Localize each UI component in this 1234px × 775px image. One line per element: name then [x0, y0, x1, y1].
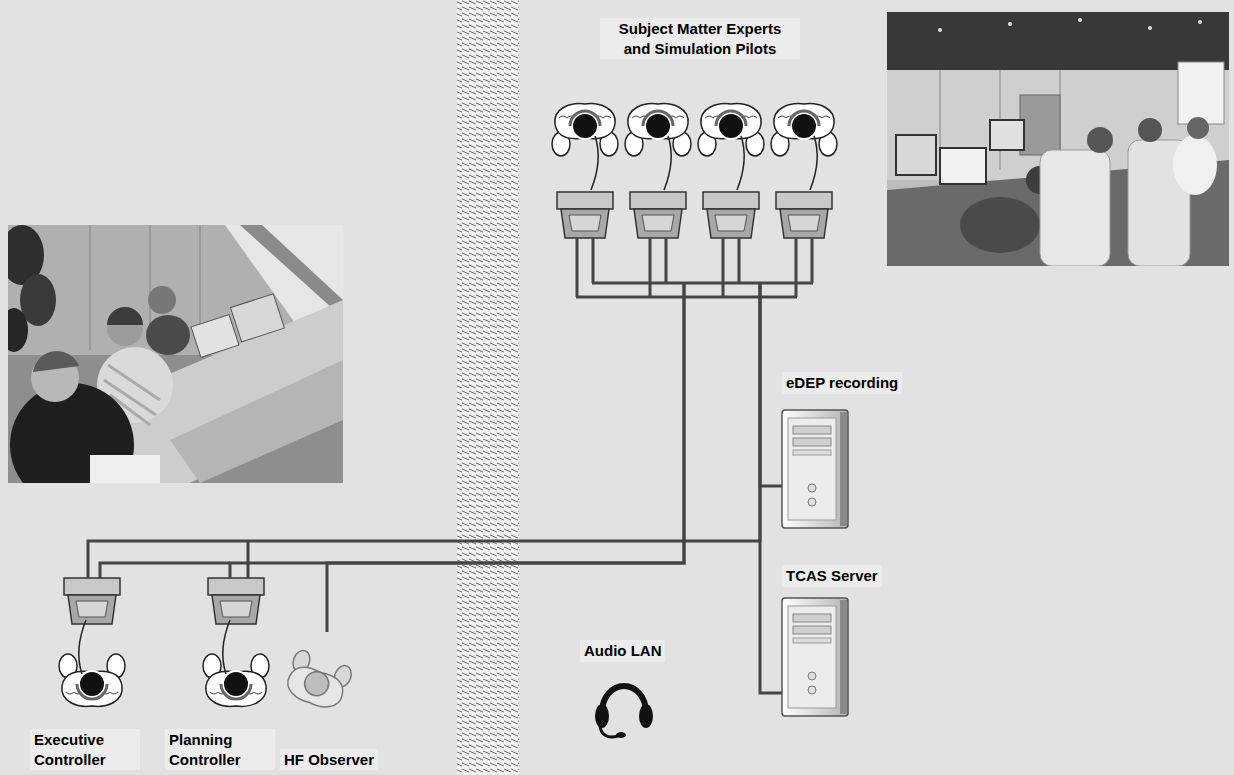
network-cable: [230, 283, 684, 578]
simulation-room-photo: [887, 12, 1229, 70]
recording-computer: eDEP recording: [782, 372, 910, 530]
simulation-room-photo: [1187, 117, 1209, 139]
controller-wiring: [247, 541, 250, 578]
controller-consoles: [208, 578, 264, 624]
observer-figure: [281, 648, 354, 713]
simulation-room-photo: [960, 197, 1040, 253]
simulation-room-photo: [1078, 18, 1082, 22]
control-room-photo: [33, 351, 79, 372]
computer-tower: [782, 410, 848, 528]
simulation-room-photo: [1008, 22, 1012, 26]
operator-group: Subject Matter Experts and Simulation Pi…: [555, 18, 845, 283]
pilot-wiring: [576, 238, 797, 297]
headset-icon: [595, 704, 609, 728]
node-label: Planning Controller: [165, 729, 275, 770]
network-cable: [327, 283, 684, 632]
controller-position: Planning Controller: [165, 578, 283, 770]
simulation-room-photo: [1178, 62, 1224, 124]
controller-wiring: [100, 541, 248, 578]
control-room-photo: [8, 308, 28, 352]
simulation-room-photo: [1138, 118, 1162, 142]
simulation-pilot-figures: [552, 104, 837, 190]
control-room-photo: [90, 455, 160, 483]
simulation-room-photo: [990, 120, 1024, 150]
control-room-photo: [148, 286, 176, 314]
control-room-photo: [107, 307, 143, 325]
simulation-room-photo: [1148, 26, 1152, 30]
simulation-pilot-figures: [698, 104, 764, 190]
node-label: Audio LAN: [580, 640, 665, 662]
control-room-photo: [191, 315, 239, 358]
controller-figures: [59, 620, 269, 706]
controller-consoles: [64, 578, 264, 624]
server-computer: TCAS Server: [782, 565, 892, 725]
control-room-photo: [8, 225, 343, 483]
pilot-consoles: [557, 192, 613, 238]
pilot-consoles: [557, 192, 832, 238]
observer-position: HF Observer: [280, 632, 390, 770]
simulation-room-photo: [896, 135, 936, 175]
simulation-room-photo: [1198, 20, 1202, 24]
controller-position: Executive Controller: [30, 578, 148, 770]
simulation-room-photo: [940, 148, 986, 184]
pilot-wiring: [576, 238, 813, 297]
pilot-consoles: [703, 192, 759, 238]
node-label: Executive Controller: [30, 729, 140, 770]
network-cable: [760, 283, 782, 486]
audio-lan-icon: Audio LAN: [580, 640, 680, 740]
network-cable: [760, 283, 782, 693]
simulation-room-photo: [887, 12, 1229, 266]
pilot-consoles: [630, 192, 686, 238]
headset-icon: [616, 732, 626, 738]
control-room-photo: [231, 294, 285, 342]
network-cable: [88, 283, 760, 578]
node-label: Subject Matter Experts and Simulation Pi…: [600, 18, 800, 59]
pilot-wiring: [592, 238, 813, 283]
observer-figure: [281, 648, 354, 713]
headset-icon: [602, 686, 646, 712]
headset-icon: [595, 686, 653, 738]
simulation-room-photo: [1087, 127, 1113, 153]
simulation-room-photo: [1040, 150, 1110, 266]
simulation-pilot-figures: [552, 104, 618, 190]
controller-figures: [203, 620, 269, 706]
simulation-room-photo: [1173, 135, 1217, 195]
divider-band: [457, 0, 519, 775]
control-room-photo: [170, 360, 343, 483]
simulation-pilot-figures: [771, 104, 837, 190]
control-room-photo: [146, 315, 190, 355]
headset-icon: [600, 726, 618, 737]
computer-tower: [782, 410, 848, 716]
node-label: TCAS Server: [782, 565, 882, 587]
pilot-consoles: [776, 192, 832, 238]
headset-icon: [639, 704, 653, 728]
controller-figures: [59, 620, 125, 706]
controller-consoles: [64, 578, 120, 624]
node-label: HF Observer: [280, 749, 378, 771]
controller-wiring: [100, 563, 230, 578]
simulation-room-photo: [1020, 95, 1060, 155]
simulation-pilot-figures: [625, 104, 691, 190]
node-label: eDEP recording: [782, 372, 902, 394]
computer-tower: [782, 598, 848, 716]
simulation-room-photo: [938, 28, 942, 32]
simulation-room-photo: [887, 12, 1229, 266]
